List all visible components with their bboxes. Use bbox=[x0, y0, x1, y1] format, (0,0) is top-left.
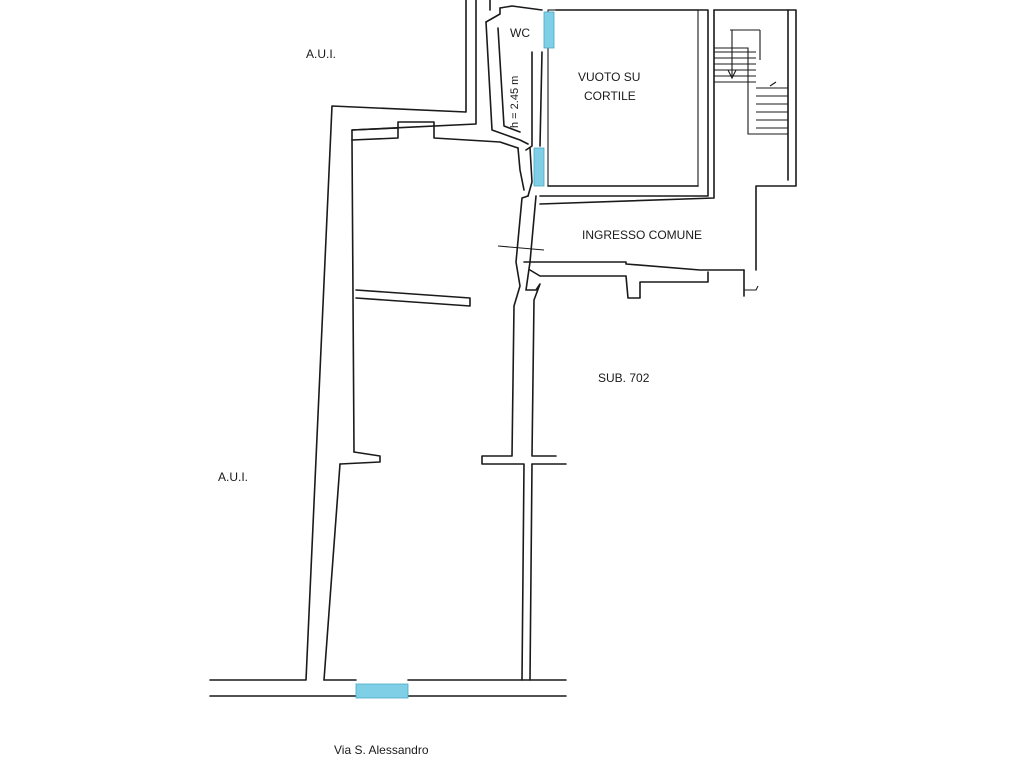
wc-block bbox=[485, 0, 543, 197]
window-street bbox=[355, 683, 409, 699]
label-vuoto-line2: CORTILE bbox=[584, 89, 636, 103]
label-height: h = 2.45 m bbox=[509, 76, 521, 128]
stairs bbox=[713, 9, 797, 271]
window-wc bbox=[543, 11, 555, 49]
ingresso-walls bbox=[497, 245, 759, 299]
central-walls bbox=[339, 195, 567, 681]
label-vuoto-line1: VUOTO SU bbox=[578, 70, 640, 84]
label-aui-top: A.U.I. bbox=[306, 47, 336, 61]
window-corridor bbox=[533, 147, 545, 187]
outer-walls bbox=[209, 0, 567, 697]
label-aui-left: A.U.I. bbox=[218, 470, 248, 484]
label-sub: SUB. 702 bbox=[598, 371, 650, 385]
windows bbox=[355, 11, 555, 699]
courtyard-walls bbox=[539, 9, 715, 205]
label-ingresso: INGRESSO COMUNE bbox=[582, 228, 702, 242]
label-street: Via S. Alessandro bbox=[334, 743, 429, 757]
label-wc: WC bbox=[510, 26, 530, 40]
